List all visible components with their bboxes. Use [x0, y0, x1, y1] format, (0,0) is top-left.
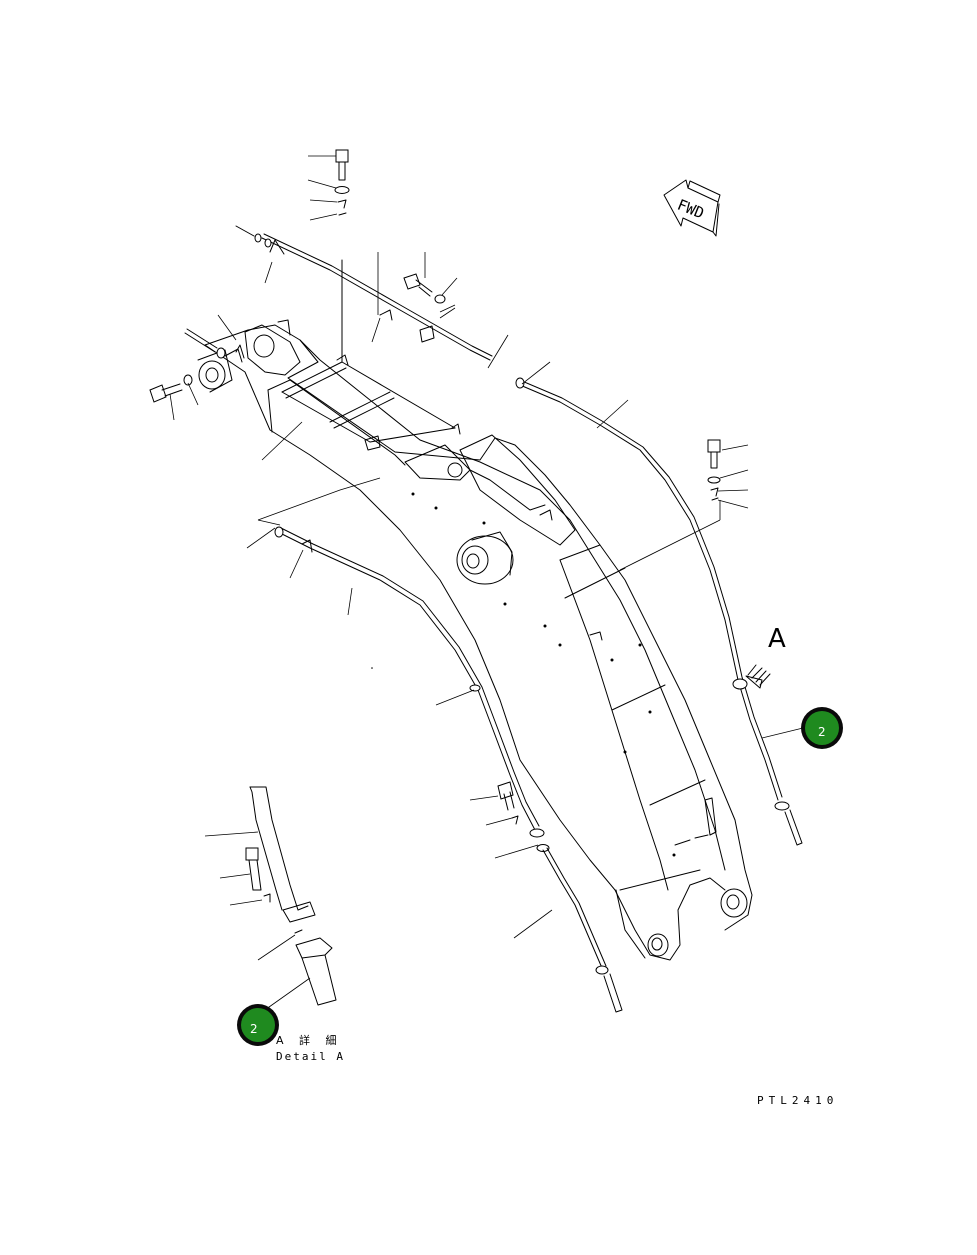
- boom-structure: [197, 319, 753, 961]
- callout-2-right[interactable]: 2: [801, 707, 843, 749]
- bolt-hardware-lower: [497, 781, 623, 1013]
- fwd-label: FWD: [675, 196, 707, 223]
- fwd-arrow-icon: [663, 179, 721, 237]
- right-hydraulic-pipe: [515, 377, 803, 846]
- detail-title-en: Detail A: [276, 1050, 345, 1063]
- leader-lines: [169, 155, 804, 939]
- bolt-hardware-top: [334, 149, 350, 216]
- bolt-hardware-left: [149, 328, 226, 403]
- bolt-hardware-mid: [403, 273, 446, 343]
- view-arrow-a-icon: [745, 664, 771, 689]
- view-arrow-label: A: [768, 624, 786, 654]
- drawing-code: PTL2410: [757, 1094, 839, 1107]
- left-hydraulic-pipe: [274, 526, 545, 838]
- bolt-hardware-right: [707, 439, 721, 501]
- callout-2-detail[interactable]: 2: [237, 1004, 279, 1046]
- top-cross-pipe: [224, 225, 721, 571]
- detail-a-parts: [204, 786, 337, 1013]
- callout-2-right-label: 2: [818, 725, 826, 739]
- callout-2-detail-label: 2: [250, 1022, 258, 1036]
- detail-title-jp: A 詳 細: [276, 1034, 343, 1047]
